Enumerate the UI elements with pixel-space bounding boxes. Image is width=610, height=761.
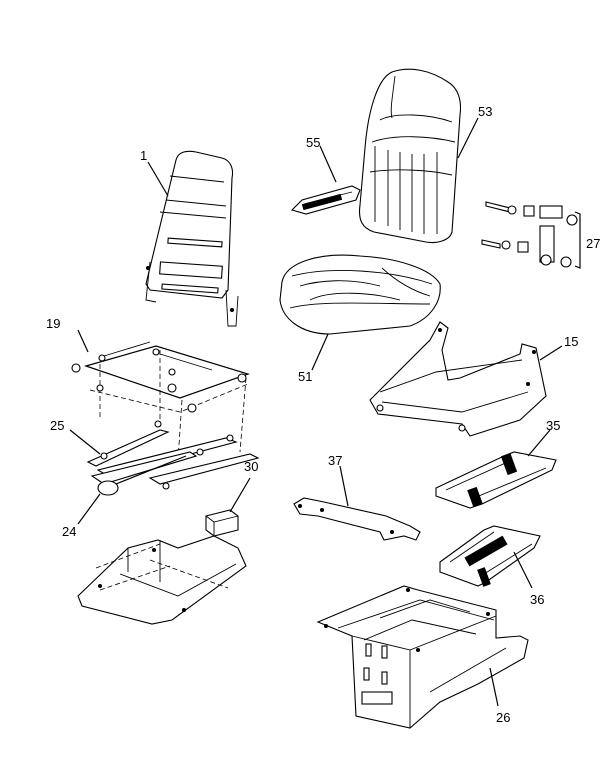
callout-24: 24 xyxy=(62,524,76,539)
callout-51: 51 xyxy=(298,369,312,384)
callout-15: 15 xyxy=(564,334,578,349)
leader-lines xyxy=(69,117,563,707)
armrest xyxy=(290,185,361,215)
seat-back-frame xyxy=(145,150,239,327)
callout-36: 36 xyxy=(530,592,544,607)
callout-1: 1 xyxy=(140,148,147,163)
slide-bracket-assembly xyxy=(71,341,250,461)
mounting-bracket xyxy=(293,497,421,541)
callout-55: 55 xyxy=(306,135,320,150)
seat-base-left xyxy=(77,535,247,625)
callout-25: 25 xyxy=(50,418,64,433)
cushion-block xyxy=(205,509,239,537)
scissor-link-upper xyxy=(435,451,557,509)
seat-back-cushion xyxy=(358,68,462,244)
callout-30: 30 xyxy=(244,459,258,474)
callout-19: 19 xyxy=(46,316,60,331)
callout-37: 37 xyxy=(328,453,342,468)
shock-absorber-kit xyxy=(481,201,581,269)
seat-pan-frame xyxy=(369,321,547,437)
pedestal-base xyxy=(316,585,529,729)
seat-cushion xyxy=(279,254,441,335)
callout-26: 26 xyxy=(496,710,510,725)
scissor-link-lower xyxy=(439,525,541,587)
callout-27: 27 xyxy=(586,236,600,251)
callout-35: 35 xyxy=(546,418,560,433)
slide-rail-assembly xyxy=(86,420,260,496)
callout-labels: 1 53 55 27 19 51 15 25 35 37 30 24 36 26 xyxy=(46,104,600,725)
callout-53: 53 xyxy=(478,104,492,119)
